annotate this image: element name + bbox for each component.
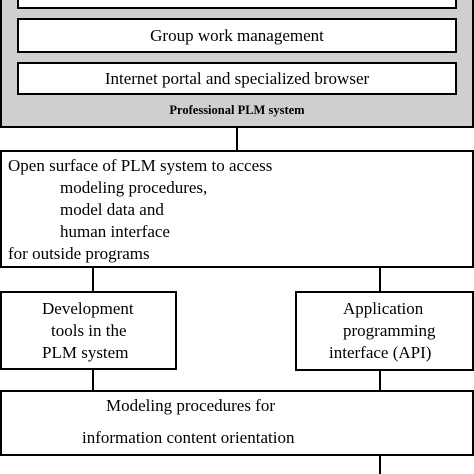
devtools-line-1: Development xyxy=(42,299,134,318)
modeling-line-2: information content orientation xyxy=(82,428,295,447)
connector-modeling-down xyxy=(379,456,381,474)
connector-panel-to-surface xyxy=(236,128,238,150)
open-surface-line-4: human interface xyxy=(60,222,170,241)
api-box: Application programming interface (API) xyxy=(295,291,474,371)
professional-plm-system-label: Professional PLM system xyxy=(169,103,305,117)
api-line-3: interface (API) xyxy=(329,343,432,362)
top-partial-box xyxy=(17,0,457,9)
devtools-line-2: tools in the xyxy=(51,321,127,340)
internet-portal-box: Internet portal and specialized browser xyxy=(17,62,457,95)
group-work-management-box: Group work management xyxy=(17,18,457,53)
open-surface-box: Open surface of PLM system to access mod… xyxy=(0,150,474,268)
open-surface-line-2: modeling procedures, xyxy=(60,178,208,197)
group-work-management-label: Group work management xyxy=(150,25,324,45)
open-surface-line-5: for outside programs xyxy=(8,244,150,263)
connector-devtools-to-modeling xyxy=(92,370,94,390)
modeling-line-1: Modeling procedures for xyxy=(106,396,276,415)
api-line-2: programming xyxy=(343,321,436,340)
devtools-line-3: PLM system xyxy=(42,343,129,362)
development-tools-box: Development tools in the PLM system xyxy=(0,291,177,370)
modeling-procedures-box: Modeling procedures for information cont… xyxy=(0,390,474,456)
open-surface-line-1: Open surface of PLM system to access xyxy=(8,156,273,175)
open-surface-line-3: model data and xyxy=(60,200,164,219)
connector-surface-to-devtools xyxy=(92,268,94,291)
api-line-1: Application xyxy=(343,299,424,318)
internet-portal-label: Internet portal and specialized browser xyxy=(104,68,370,88)
connector-surface-to-api xyxy=(379,268,381,291)
connector-api-to-modeling xyxy=(379,371,381,390)
